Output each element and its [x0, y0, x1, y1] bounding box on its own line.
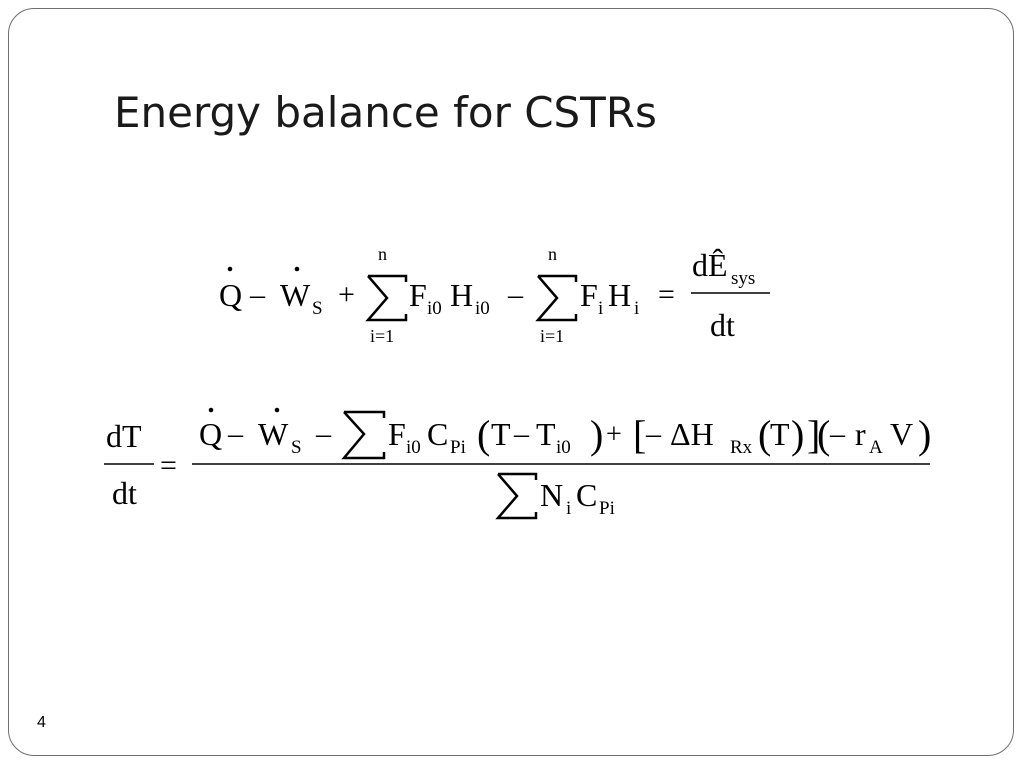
moles: N	[540, 477, 563, 513]
heat-of-reaction: ΔH	[670, 416, 714, 452]
sum-lower-limit: i=1	[540, 326, 564, 346]
close-paren: )	[791, 412, 804, 457]
heat-capacity: C	[576, 477, 597, 513]
work-rate-symbol: W	[258, 416, 289, 452]
heat-capacity-subscript: Pi	[450, 437, 466, 458]
w-dot	[274, 407, 280, 413]
plus-operator: +	[606, 419, 622, 450]
lhs-denominator: dt	[112, 475, 137, 511]
lhs-numerator: dT	[106, 418, 142, 454]
heat-capacity: C	[427, 416, 448, 452]
summation-symbol	[341, 410, 386, 460]
minus-operator: –	[507, 278, 524, 311]
heat-capacity-subscript: Pi	[599, 498, 615, 519]
minus-operator: –	[513, 417, 530, 450]
rhs-denominator: dt	[710, 307, 735, 343]
close-paren: )	[918, 412, 931, 457]
moles-subscript: i	[566, 498, 571, 519]
open-paren: (	[817, 412, 830, 457]
temperature: T	[491, 416, 511, 452]
heat-of-reaction-subscript: Rx	[730, 437, 753, 458]
heat-rate-symbol: Q	[199, 416, 222, 452]
molar-flow-inlet-subscript: i0	[406, 437, 421, 458]
enthalpy-subscript: i	[634, 298, 639, 319]
molar-flow: F	[580, 277, 598, 313]
page-number: 4	[37, 714, 46, 731]
rate-symbol: r	[855, 416, 866, 452]
slide-frame	[8, 8, 1014, 756]
open-paren: (	[477, 412, 490, 457]
molar-flow-inlet-subscript: i0	[427, 298, 442, 319]
enthalpy: H	[608, 277, 631, 313]
q-dot	[227, 266, 233, 272]
plus-operator: +	[338, 278, 355, 311]
temperature-equation: dT dt = Q – W S – F i0 C Pi ( T – T i0 )…	[104, 407, 931, 520]
open-bracket: [	[633, 412, 646, 457]
enthalpy-inlet-subscript: i0	[475, 298, 490, 319]
q-dot	[208, 407, 214, 413]
molar-flow-subscript: i	[598, 298, 603, 319]
minus-operator: –	[249, 278, 266, 311]
work-rate-symbol: W	[280, 277, 311, 313]
heat-rate-symbol: Q	[219, 277, 242, 313]
energy-balance-equation: Q – W S + n i=1 F i0 H i0 – n i=1 F i H …	[219, 244, 770, 346]
molar-flow-inlet: F	[388, 416, 406, 452]
molar-flow-inlet: F	[409, 277, 427, 313]
close-bracket: ]	[807, 412, 820, 457]
sum-upper-limit: n	[548, 244, 557, 264]
rhs-numerator-subscript: sys	[731, 268, 755, 289]
rhs-numerator-energy: Ê	[708, 247, 728, 283]
open-paren: (	[758, 412, 771, 457]
w-dot	[294, 266, 300, 272]
minus-operator: –	[829, 417, 846, 450]
summation-symbol	[495, 472, 538, 520]
temperature: T	[770, 416, 790, 452]
enthalpy-inlet: H	[450, 277, 473, 313]
summation-symbol	[365, 274, 408, 322]
equals-sign: =	[160, 449, 177, 482]
minus-operator: –	[227, 417, 244, 450]
volume-symbol: V	[890, 416, 913, 452]
equals-sign: =	[658, 278, 675, 311]
minus-operator: –	[645, 417, 662, 450]
inlet-temperature-subscript: i0	[556, 437, 571, 458]
minus-operator: –	[315, 417, 332, 450]
close-paren: )	[590, 412, 603, 457]
sum-lower-limit: i=1	[370, 326, 394, 346]
summation-symbol	[535, 274, 578, 322]
rhs-numerator-d: d	[692, 247, 708, 283]
inlet-temperature: T	[536, 416, 556, 452]
work-subscript: S	[291, 437, 302, 458]
rate-subscript: A	[869, 437, 883, 458]
work-subscript: S	[312, 298, 323, 319]
sum-upper-limit: n	[378, 244, 387, 264]
slide-title: Energy balance for CSTRs	[114, 88, 657, 137]
